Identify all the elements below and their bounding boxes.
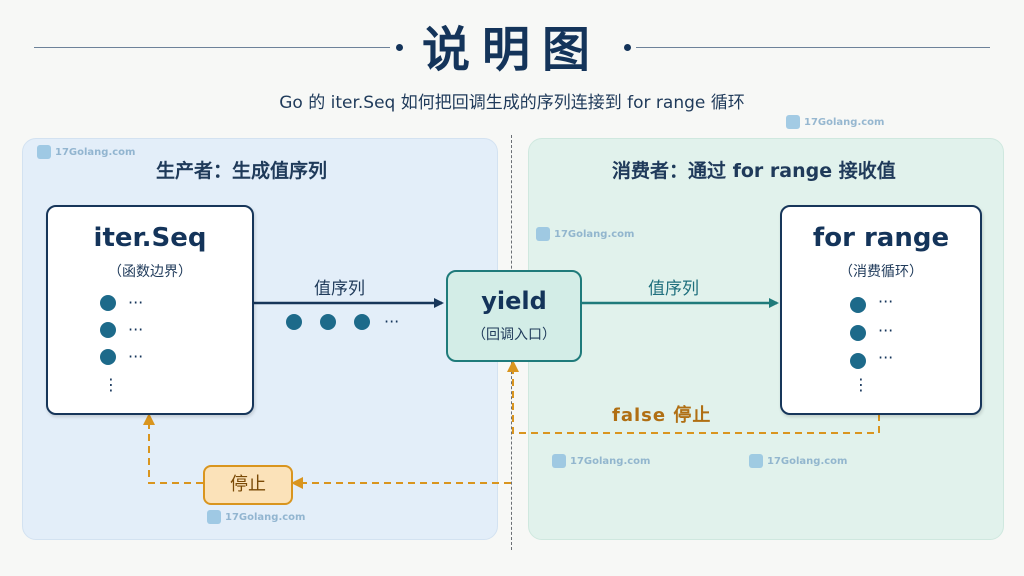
flow-dot (354, 314, 370, 330)
watermark-text: 17Golang.com (570, 455, 651, 467)
watermark-logo-icon (749, 454, 763, 468)
title-rule-right (636, 47, 990, 48)
for-range-subtitle: （消费循环） (839, 264, 923, 280)
watermark: 17Golang.com (207, 510, 305, 524)
arrow-false-return (507, 360, 880, 434)
stop-box: 停止 (203, 465, 293, 505)
iter-seq-box: iter.Seq （函数边界） ··· ··· ··· ⋮ (46, 205, 254, 415)
left-flow-label: 值序列 (314, 279, 365, 299)
watermark-text: 17Golang.com (804, 116, 885, 128)
seq-item-ellipsis: ··· (128, 347, 144, 366)
left-flow-ellipsis: ··· (384, 312, 400, 331)
watermark-logo-icon (552, 454, 566, 468)
watermark: 17Golang.com (37, 145, 135, 159)
watermark-logo-icon (207, 510, 221, 524)
watermark-text: 17Golang.com (767, 455, 848, 467)
range-more-icon: ⋮ (853, 375, 869, 394)
range-item-dot (850, 297, 866, 313)
range-item-ellipsis: ··· (878, 321, 894, 340)
seq-item-ellipsis: ··· (128, 320, 144, 339)
yield-box: yield （回调入口） (446, 270, 582, 362)
flow-dot (320, 314, 336, 330)
page-title: 说明图 (421, 22, 602, 78)
flow-dot (286, 314, 302, 330)
watermark-logo-icon (786, 115, 800, 129)
iter-seq-subtitle: （函数边界） (108, 264, 192, 280)
watermark-text: 17Golang.com (55, 146, 136, 158)
title-rule-left (34, 47, 390, 48)
consumer-panel-title: 消费者：通过 for range 接收值 (612, 160, 896, 182)
iter-seq-title: iter.Seq (93, 223, 207, 253)
title-dot-left (396, 44, 403, 51)
watermark: 17Golang.com (749, 454, 847, 468)
range-item-dot (850, 325, 866, 341)
title-dot-right (624, 44, 631, 51)
producer-panel-title: 生产者：生成值序列 (156, 160, 328, 182)
watermark-text: 17Golang.com (554, 228, 635, 240)
watermark: 17Golang.com (552, 454, 650, 468)
watermark-logo-icon (536, 227, 550, 241)
range-item-ellipsis: ··· (878, 292, 894, 311)
right-flow-label: 值序列 (648, 279, 699, 299)
seq-item-dot (100, 349, 116, 365)
seq-more-icon: ⋮ (103, 375, 119, 394)
seq-item-ellipsis: ··· (128, 293, 144, 312)
yield-subtitle: （回调入口） (472, 327, 556, 343)
range-item-ellipsis: ··· (878, 348, 894, 367)
watermark-logo-icon (37, 145, 51, 159)
watermark-text: 17Golang.com (225, 511, 306, 523)
watermark: 17Golang.com (536, 227, 634, 241)
yield-title: yield (481, 287, 547, 315)
seq-item-dot (100, 322, 116, 338)
watermark: 17Golang.com (786, 115, 884, 129)
range-item-dot (850, 353, 866, 369)
for-range-title: for range (812, 223, 950, 253)
false-stop-label: false 停止 (612, 405, 712, 426)
arrow-stop-to-seq (143, 413, 203, 484)
page-subtitle: Go 的 iter.Seq 如何把回调生成的序列连接到 for range 循环 (279, 93, 745, 113)
for-range-box: for range （消费循环） ··· ··· ··· ⋮ (780, 205, 982, 415)
seq-item-dot (100, 295, 116, 311)
